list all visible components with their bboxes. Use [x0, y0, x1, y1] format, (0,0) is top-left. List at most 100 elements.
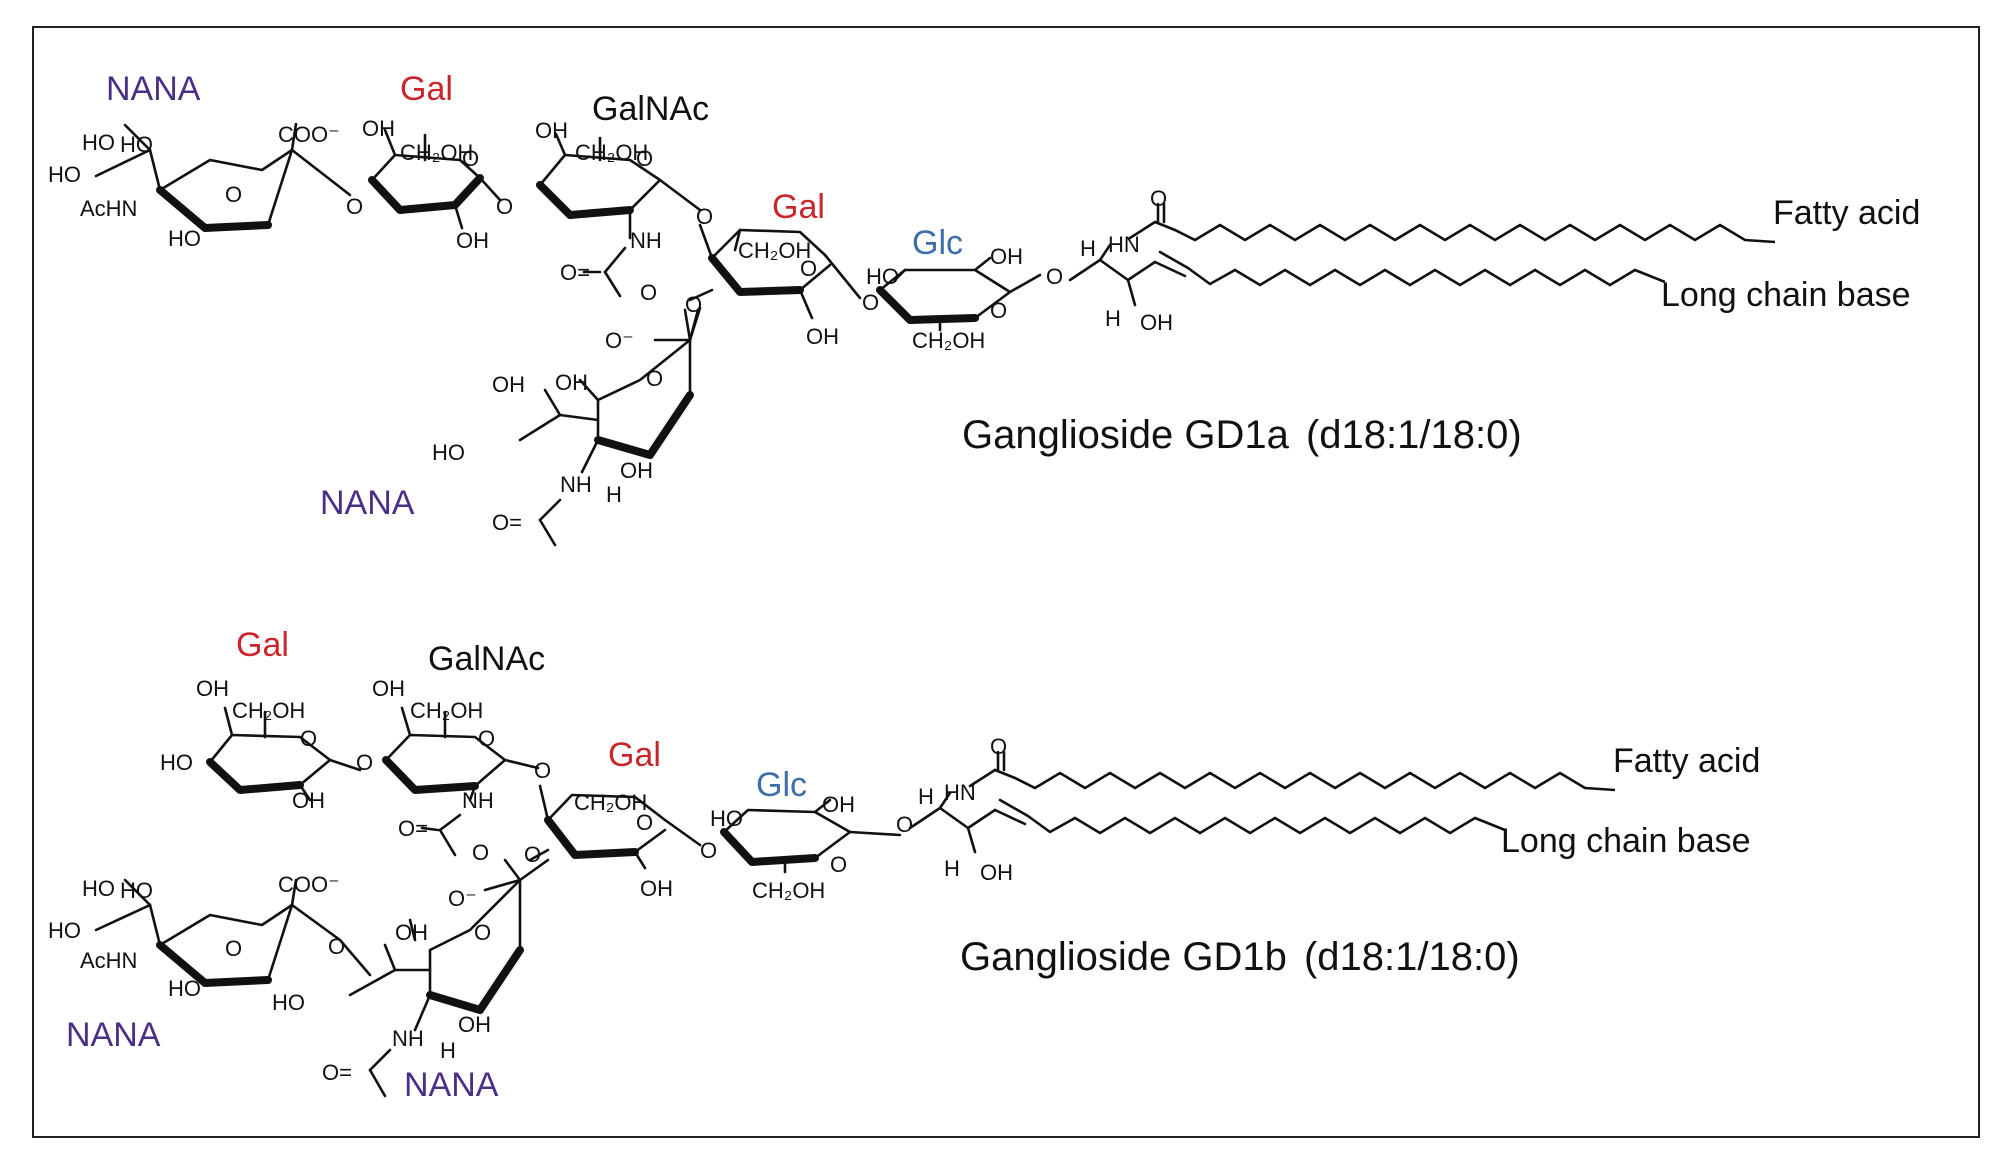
- gd1b-atom-o-eq: O=: [322, 1060, 352, 1085]
- gd1b-atom-o-eq: O=: [398, 816, 428, 841]
- gd1a-fatty-acid-chain: [1174, 223, 1776, 244]
- gd1b-atom-hn: HN: [944, 780, 976, 805]
- gd1a-atom-coo: COO⁻: [278, 122, 340, 147]
- gd1b-title: Ganglioside GD1b (d18:1/18:0): [960, 935, 1520, 979]
- gd1a-nana-2-ring: [518, 306, 702, 547]
- gd1b-atom-h: H: [918, 784, 934, 809]
- gd1b-atom-o: O: [636, 810, 653, 835]
- gd1b-atom-o: O: [474, 920, 491, 945]
- gd1a-spec: (d18:1/18:0): [1306, 413, 1522, 457]
- gd1b-atom-ho: HO: [82, 876, 115, 901]
- gd1a-atom-ch2oh: CH₂OH: [738, 238, 811, 263]
- gd1b-atom-o: O: [300, 726, 317, 751]
- gd1b-atom-h: H: [440, 1038, 456, 1063]
- gd1a-long-chain-base-label: Long chain base: [1661, 276, 1911, 314]
- gd1a-atom-oh: OH: [806, 324, 839, 349]
- gd1b-atom-oh: OH: [822, 792, 855, 817]
- gd1b-glc-ring: [720, 798, 902, 874]
- gd1b-long-chain-base-label: Long chain base: [1501, 822, 1751, 860]
- gd1b-atom-oh: OH: [395, 920, 428, 945]
- gd1a-atom-ch2oh: CH₂OH: [400, 140, 473, 165]
- gd1b-sugar-label-nana-1: NANA: [66, 1016, 161, 1054]
- gd1b-atom-ho: HO: [710, 806, 743, 831]
- gd1b-sugar-label-galnac: GalNAc: [428, 640, 545, 678]
- gd1b-atom-oh: OH: [458, 1012, 491, 1037]
- gd1a-nana-1-ring: [94, 122, 352, 232]
- gd1a-atom-o-eq: O=: [560, 260, 590, 285]
- gd1b-sugar-label-nana-2: NANA: [404, 1066, 499, 1104]
- gd1b-atom-o: O: [225, 936, 242, 961]
- gd1b-atom-oh: OH: [640, 876, 673, 901]
- gd1a-atom-ho: HO: [168, 226, 201, 251]
- gd1a-atom-ho: HO: [866, 264, 899, 289]
- gd1b-atom-h: H: [944, 856, 960, 881]
- gd1a-atom-nh: NH: [630, 228, 662, 253]
- gd1b-atom-o: O: [328, 934, 345, 959]
- gd1a-atom-o: O: [646, 366, 663, 391]
- gd1a-atom-oh: OH: [535, 118, 568, 143]
- gd1b-atom-o: O: [700, 838, 717, 863]
- gd1a-atom-o-minus: O⁻: [605, 328, 634, 353]
- gd1a-atom-h: H: [1080, 236, 1096, 261]
- gd1b-atom-o: O: [478, 726, 495, 751]
- gd1a-atom-h: H: [1105, 306, 1121, 331]
- gd1a-sugar-label-nana-2: NANA: [320, 484, 415, 522]
- gd1a-sugar-label-galnac: GalNAc: [592, 90, 709, 128]
- gd1b-atom-oh: OH: [980, 860, 1013, 885]
- gd1a-atom-h: H: [606, 482, 622, 507]
- gd1b-atom-ch2oh: CH₂OH: [232, 698, 305, 723]
- gd1b-atom-oh: OH: [292, 788, 325, 813]
- gd1b-atom-o: O: [472, 840, 489, 865]
- gd1a-long-chain-base: [1187, 266, 1666, 287]
- gd1a-atom-ho: HO: [120, 132, 153, 157]
- gd1b-atom-o: O: [534, 758, 551, 783]
- gd1a-ceramide: [1068, 202, 1190, 307]
- gd1a-atom-oh: OH: [456, 228, 489, 253]
- gd1b-sugar-label-gal-1: Gal: [236, 626, 289, 664]
- gd1b-atom-oh: OH: [372, 676, 405, 701]
- gd1b-atom-o: O: [524, 842, 541, 867]
- gd1a-atom-o: O: [640, 280, 657, 305]
- gd1a-atom-o: O: [1046, 264, 1063, 289]
- gd1a-atom-o: O: [496, 194, 513, 219]
- gd1b-atom-oh: OH: [196, 676, 229, 701]
- gd1a-fatty-acid-label: Fatty acid: [1773, 194, 1920, 232]
- gd1b-gal-1-ring: [206, 706, 362, 802]
- gd1a-atom-o: O: [1150, 186, 1167, 211]
- gd1a-atom-oh: OH: [620, 458, 653, 483]
- gd1a-atom-hn: HN: [1108, 232, 1140, 257]
- gd1a-atom-ho: HO: [82, 130, 115, 155]
- gd1a-atom-oh: OH: [492, 372, 525, 397]
- gd1b-atom-ho: HO: [168, 976, 201, 1001]
- gd1a-atom-ch2oh: CH₂OH: [575, 140, 648, 165]
- gd1a-sugar-label-nana-1: NANA: [106, 70, 201, 108]
- gd1b-nana-inner-ring: [348, 858, 550, 1098]
- gd1a-galnac-ring: [536, 132, 702, 298]
- gd1a-gal-1-ring: [368, 128, 502, 230]
- gd1b-name: Ganglioside GD1b: [960, 935, 1287, 979]
- gd1b-atom-coo: COO⁻: [278, 872, 340, 897]
- gd1b-atom-o-minus: O⁻: [448, 886, 477, 911]
- gd1a-sugar-label-gal-2: Gal: [772, 188, 825, 226]
- gd1b-atom-ch2oh: CH₂OH: [410, 698, 483, 723]
- gd1a-atom-o: O: [862, 290, 879, 315]
- gd1a-glc-ring: [876, 256, 1042, 332]
- gd1a-atom-oh: OH: [555, 370, 588, 395]
- gd1a-atom-o: O: [346, 194, 363, 219]
- gd1a-atom-nh: NH: [560, 472, 592, 497]
- gd1a-atom-o: O: [696, 204, 713, 229]
- gd1b-atom-o: O: [990, 734, 1007, 759]
- gd1a-sugar-label-gal-1: Gal: [400, 70, 453, 108]
- gd1b-nana-outer-ring: [94, 878, 372, 987]
- gd1b-galnac-ring: [382, 706, 540, 857]
- gd1a-name: Ganglioside GD1a: [962, 413, 1290, 457]
- gd1b-long-chain-base: [1027, 814, 1506, 835]
- gd1b-ceramide: [908, 750, 1030, 854]
- gd1b-atom-ho: HO: [272, 990, 305, 1015]
- gd1b-atom-ho: HO: [160, 750, 193, 775]
- gd1b-atom-ho: HO: [120, 878, 153, 903]
- gd1b-atom-o: O: [896, 812, 913, 837]
- gd1a-atom-oh: OH: [990, 244, 1023, 269]
- gd1a-title: Ganglioside GD1a (d18:1/18:0): [962, 413, 1522, 457]
